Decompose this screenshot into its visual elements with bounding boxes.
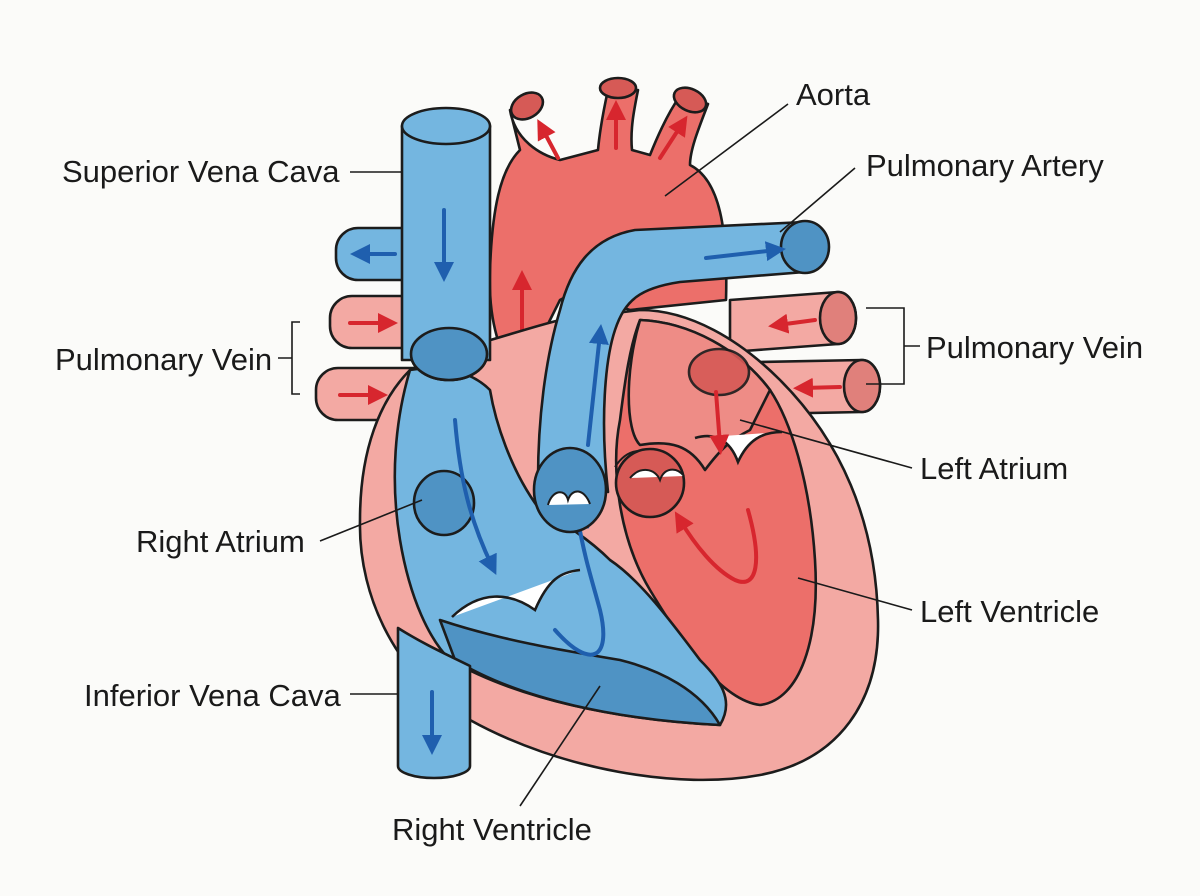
- pulmonary-vein-opening: [687, 347, 751, 397]
- flow-arrow: [793, 377, 842, 398]
- flow-arrow: [768, 313, 817, 334]
- label-right-ventricle: Right Ventricle: [392, 812, 592, 847]
- label-superior-vena-cava: Superior Vena Cava: [62, 154, 340, 189]
- pulmonary-valve: [532, 446, 608, 534]
- superior-vena-cava: [400, 106, 492, 382]
- flow-arrow: [453, 418, 497, 576]
- label-right-atrium: Right Atrium: [136, 524, 305, 559]
- flow-arrow: [704, 241, 786, 262]
- pulmonary-veins-right: [728, 290, 882, 416]
- label-aorta: Aorta: [796, 77, 871, 112]
- flow-arrow: [586, 324, 609, 447]
- flow-arrow: [537, 119, 560, 160]
- label-left-atrium: Left Atrium: [920, 451, 1068, 486]
- flow-arrow: [674, 508, 759, 584]
- aorta: [488, 76, 728, 382]
- labels: Aorta Pulmonary Artery Superior Vena Cav…: [55, 77, 1143, 847]
- flow-arrow: [658, 115, 688, 160]
- label-left-ventricle: Left Ventricle: [920, 594, 1099, 629]
- leader-lines: [278, 103, 920, 807]
- label-pulmonary-artery: Pulmonary Artery: [866, 148, 1104, 183]
- aortic-valve: [614, 447, 686, 519]
- inferior-vena-cava: [396, 626, 472, 780]
- left-chambers: [615, 318, 817, 707]
- pulmonary-artery: [532, 219, 831, 534]
- label-pulmonary-vein-right: Pulmonary Vein: [926, 330, 1143, 365]
- flow-arrow: [553, 510, 606, 657]
- flow-arrow: [709, 390, 730, 455]
- label-inferior-vena-cava: Inferior Vena Cava: [84, 678, 342, 713]
- right-chambers: [393, 326, 728, 727]
- label-pulmonary-vein-left: Pulmonary Vein: [55, 342, 272, 377]
